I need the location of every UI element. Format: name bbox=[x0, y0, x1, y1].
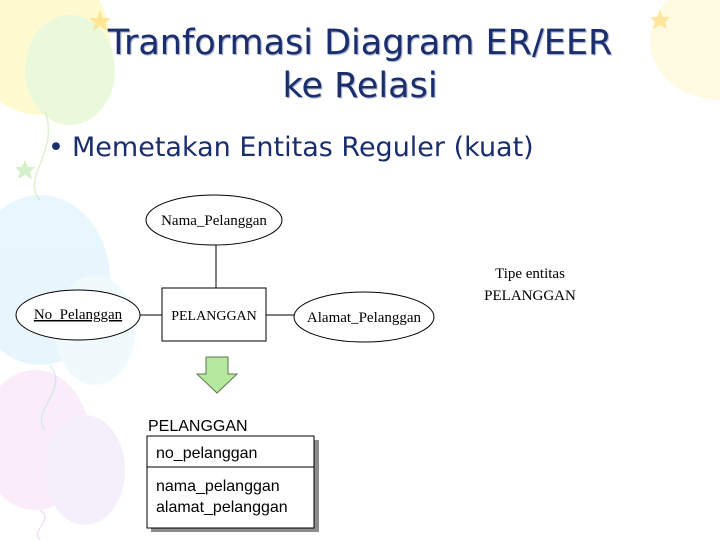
entity-box bbox=[161, 287, 267, 342]
relation-field: alamat_pelanggan bbox=[156, 499, 288, 516]
relation-key-field: no_pelanggan bbox=[156, 445, 257, 462]
slide-title: Tranformasi Diagram ER/EER ke Relasi bbox=[40, 22, 680, 108]
star-icon bbox=[15, 160, 35, 179]
entity-name: PELANGGAN bbox=[171, 309, 257, 324]
attribute-nama-pelanggan: Nama_Pelanggan bbox=[161, 213, 267, 229]
star-icon bbox=[650, 10, 670, 29]
balloon-lavender-shape bbox=[45, 415, 125, 525]
balloon-green-shape bbox=[25, 15, 115, 125]
bullet-dot-icon: • bbox=[48, 132, 64, 163]
attribute-ellipse bbox=[145, 194, 283, 246]
attribute-alamat-pelanggan: Alamat_Pelanggan bbox=[307, 310, 422, 326]
key-attribute-ellipse bbox=[15, 289, 141, 341]
balloon-string bbox=[40, 364, 57, 431]
note-line-1: Tipe entitas bbox=[495, 266, 565, 282]
balloon-yellow-corner-shape bbox=[650, 0, 720, 100]
title-line-1: Tranformasi Diagram ER/EER bbox=[107, 23, 613, 63]
relation-table bbox=[146, 435, 315, 529]
relation-name: PELANGGAN bbox=[148, 418, 248, 435]
bullet-text: Memetakan Entitas Reguler (kuat) bbox=[72, 132, 534, 163]
balloon-string bbox=[33, 111, 50, 201]
bullet-point: • Memetakan Entitas Reguler (kuat) bbox=[48, 132, 534, 163]
star-icon bbox=[89, 10, 111, 31]
down-arrow-icon bbox=[195, 356, 239, 394]
title-line-2: ke Relasi bbox=[282, 66, 438, 106]
note-line-2: PELANGGAN bbox=[484, 288, 576, 304]
attribute-ellipse bbox=[293, 291, 435, 343]
balloon-string bbox=[36, 509, 46, 540]
key-attribute-no-pelanggan: No_Pelanggan bbox=[34, 307, 123, 323]
relation-field: nama_pelanggan bbox=[156, 478, 280, 495]
